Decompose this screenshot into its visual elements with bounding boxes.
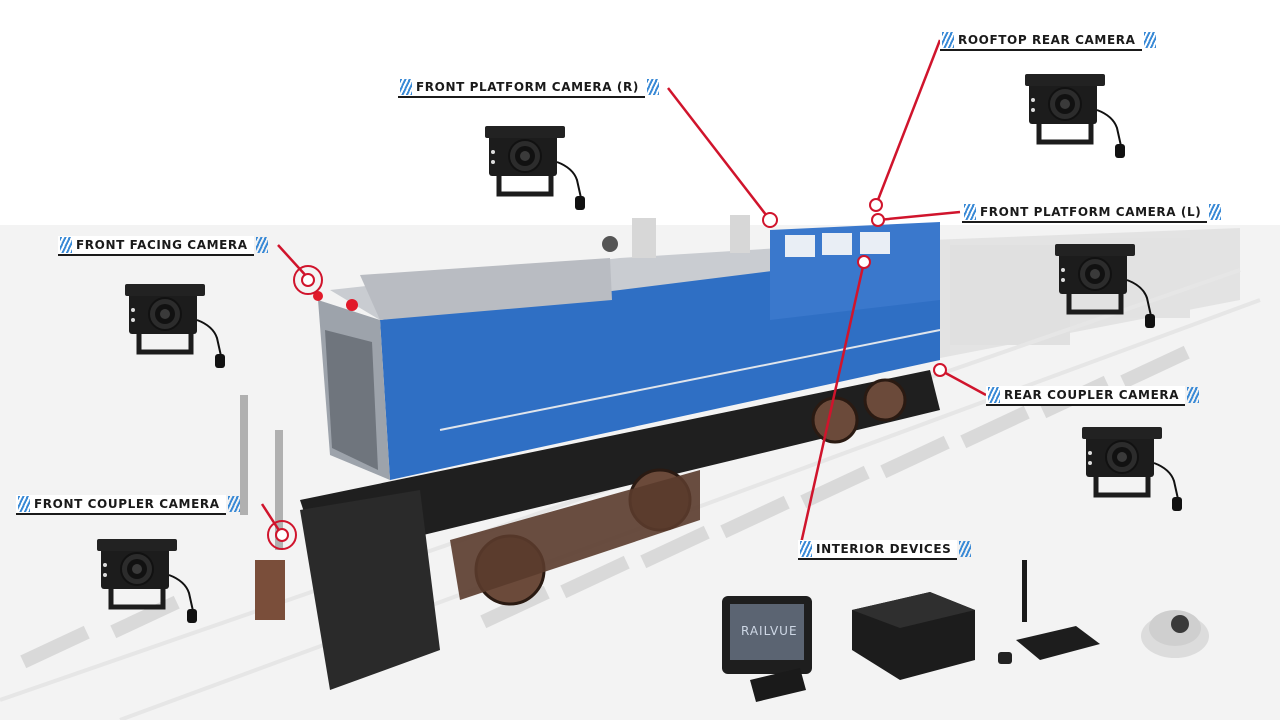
locomotive <box>240 215 941 690</box>
stripe-decoration <box>959 541 972 557</box>
label-front-facing: FRONT FACING CAMERA <box>58 236 268 256</box>
label-front-platform-r: FRONT PLATFORM CAMERA (R) <box>398 78 659 98</box>
backup-camera-icon <box>1025 74 1125 158</box>
label-text: INTERIOR DEVICES <box>816 542 952 556</box>
backup-camera-icon <box>485 126 585 210</box>
label-rear-coupler: REAR COUPLER CAMERA <box>986 386 1200 406</box>
monitor-brand: RAILVUE <box>741 624 798 638</box>
label-interior-devices: INTERIOR DEVICES <box>798 540 972 560</box>
stripe-decoration <box>227 496 240 512</box>
leader-lines <box>260 39 987 549</box>
dome-camera-icon <box>1141 610 1209 658</box>
label-text: REAR COUPLER CAMERA <box>1004 388 1180 402</box>
label-text: FRONT FACING CAMERA <box>76 238 248 252</box>
label-text: FRONT PLATFORM CAMERA (L) <box>980 205 1202 219</box>
hotspot-markers <box>267 198 947 550</box>
stripe-decoration <box>255 237 268 253</box>
stripe-decoration <box>988 387 1000 403</box>
label-text: FRONT COUPLER CAMERA <box>34 497 220 511</box>
stripe-decoration <box>1143 32 1156 48</box>
stripe-decoration <box>800 541 812 557</box>
label-text: FRONT PLATFORM CAMERA (R) <box>416 80 639 94</box>
label-front-coupler: FRONT COUPLER CAMERA <box>16 495 240 515</box>
monitor-icon <box>722 596 812 702</box>
stripe-decoration <box>646 79 659 95</box>
dvr-icon <box>852 592 975 680</box>
label-front-platform-l: FRONT PLATFORM CAMERA (L) <box>962 203 1222 223</box>
stripe-decoration <box>964 204 976 220</box>
label-text: ROOFTOP REAR CAMERA <box>958 33 1136 47</box>
label-rooftop-rear: ROOFTOP REAR CAMERA <box>940 31 1156 51</box>
stripe-decoration <box>60 237 72 253</box>
stripe-decoration <box>1209 204 1222 220</box>
stripe-decoration <box>400 79 412 95</box>
stripe-decoration <box>1187 387 1200 403</box>
stripe-decoration <box>18 496 30 512</box>
wifi-module-icon <box>998 560 1100 664</box>
stripe-decoration <box>942 32 954 48</box>
